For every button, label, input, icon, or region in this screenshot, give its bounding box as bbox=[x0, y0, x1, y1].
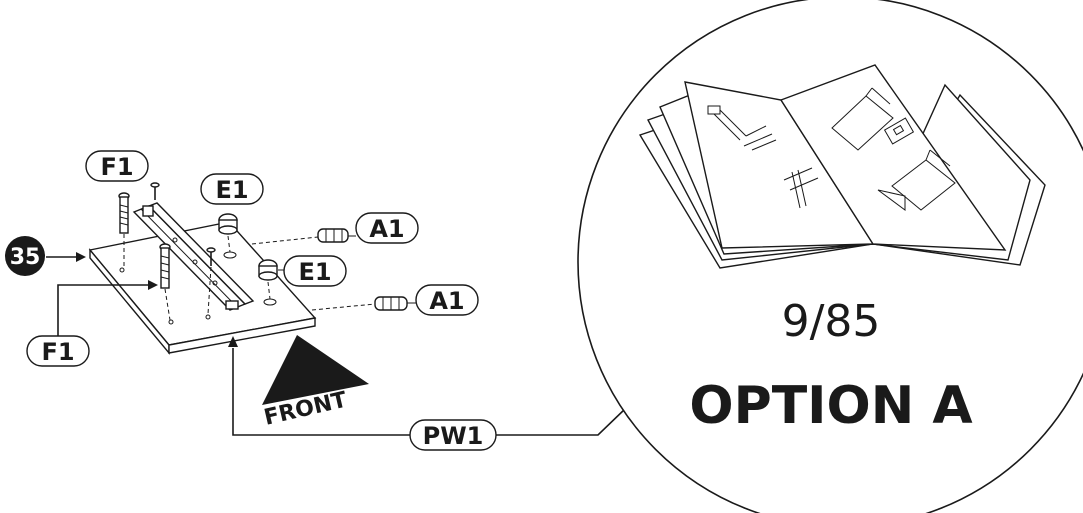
small-screw-1 bbox=[150, 182, 160, 200]
e1-cam-top bbox=[218, 213, 238, 253]
callout-e1-bottom-label: E1 bbox=[298, 258, 331, 286]
panel-board bbox=[88, 221, 317, 355]
callout-e1-top: E1 bbox=[200, 173, 264, 205]
booklet-right-drawings bbox=[831, 87, 956, 211]
step-badge: 35 bbox=[5, 236, 45, 276]
front-marker: FRONT bbox=[262, 335, 369, 431]
callout-a1-bottom-label: A1 bbox=[429, 287, 464, 315]
page-reference: 9/85 bbox=[782, 296, 881, 347]
small-screw-2 bbox=[206, 247, 216, 315]
callout-pw1-label: PW1 bbox=[423, 422, 484, 450]
callout-a1-bottom: A1 bbox=[407, 284, 479, 316]
callout-f1-top-label: F1 bbox=[100, 153, 133, 181]
callout-a1-top: A1 bbox=[348, 212, 419, 244]
booklet-left-drawings bbox=[707, 105, 819, 209]
callout-f1-bottom-label: F1 bbox=[41, 338, 74, 366]
drawer-runner bbox=[132, 202, 255, 311]
instruction-booklet-icon bbox=[638, 64, 1046, 269]
callout-e1-top-label: E1 bbox=[215, 176, 248, 204]
step-number: 35 bbox=[10, 245, 41, 270]
a1-dowel-top bbox=[251, 228, 349, 245]
a1-dowel-bottom bbox=[311, 296, 408, 311]
option-label: OPTION A bbox=[689, 376, 972, 436]
e1-cam-bottom bbox=[258, 259, 278, 300]
callout-e1-bottom: E1 bbox=[278, 255, 347, 287]
f1-bolt-middle bbox=[159, 243, 171, 321]
callout-f1-bottom: F1 bbox=[26, 280, 158, 367]
triangle-arrow-icon bbox=[262, 335, 369, 405]
f1-bolt-left bbox=[118, 192, 130, 268]
callout-a1-top-label: A1 bbox=[369, 215, 404, 243]
pw1-leader: PW1 bbox=[228, 336, 627, 451]
callout-f1-top: F1 bbox=[85, 150, 149, 182]
step-arrow bbox=[46, 252, 86, 262]
